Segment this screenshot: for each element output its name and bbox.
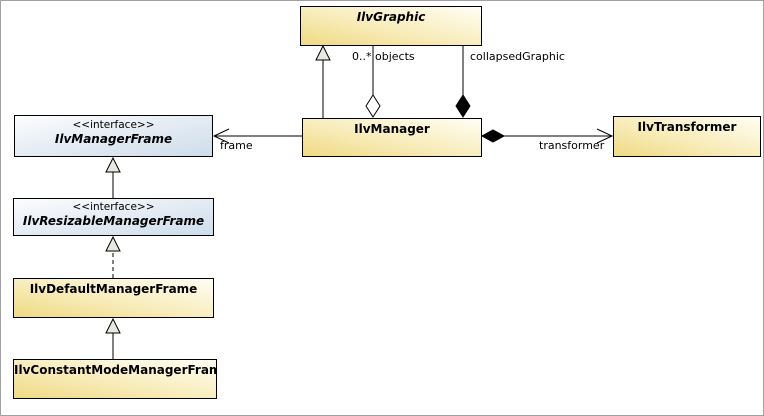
class-node-ilvgraphic[interactable]: IlvGraphic — [300, 6, 482, 46]
composition-manager-collapsedgraphic — [455, 46, 471, 118]
edge-label-frame: frame — [220, 139, 253, 152]
generalization-resizable-to-managerframe — [105, 156, 121, 198]
inheritance-triangle-icon — [105, 156, 121, 173]
class-name: IlvDefaultManagerFrame — [29, 282, 198, 296]
composition-diamond-icon — [455, 94, 471, 118]
inheritance-triangle-icon — [105, 235, 121, 252]
class-node-ilvtransformer[interactable]: IlvTransformer — [613, 116, 761, 157]
composition-diamond-icon — [480, 129, 506, 143]
edge-label-objects: 0..* objects — [352, 50, 415, 63]
inheritance-triangle-icon — [105, 317, 121, 334]
class-name: IlvManager — [354, 122, 430, 136]
generalization-manager-to-graphic — [315, 44, 331, 118]
class-name: IlvResizableManagerFrame — [22, 214, 205, 228]
class-node-ilvmanager[interactable]: IlvManager — [302, 118, 482, 157]
realization-default-to-resizable — [105, 235, 121, 278]
class-name: IlvManagerFrame — [54, 132, 173, 146]
generalization-constant-to-default — [105, 317, 121, 359]
class-name: IlvGraphic — [356, 10, 426, 24]
class-node-ilvdefaultmanagerframe[interactable]: IlvDefaultManagerFrame — [13, 278, 214, 318]
edge-label-transformer: transformer — [539, 139, 605, 152]
class-stereotype: <<interface>> — [72, 201, 155, 213]
class-node-ilvmanagerframe[interactable]: <<interface>> IlvManagerFrame — [14, 115, 213, 157]
class-node-ilvresizablemanagerframe[interactable]: <<interface>> IlvResizableManagerFrame — [13, 198, 214, 236]
aggregation-diamond-icon — [365, 94, 381, 118]
class-name: IlvConstantModeManagerFrame — [14, 363, 217, 377]
inheritance-triangle-icon — [315, 44, 331, 61]
class-node-ilvconstantmodemanagerframe[interactable]: IlvConstantModeManagerFrame — [13, 359, 217, 399]
class-name: IlvTransformer — [637, 120, 737, 134]
class-stereotype: <<interface>> — [72, 119, 155, 131]
edge-label-collapsedgraphic: collapsedGraphic — [470, 50, 565, 63]
